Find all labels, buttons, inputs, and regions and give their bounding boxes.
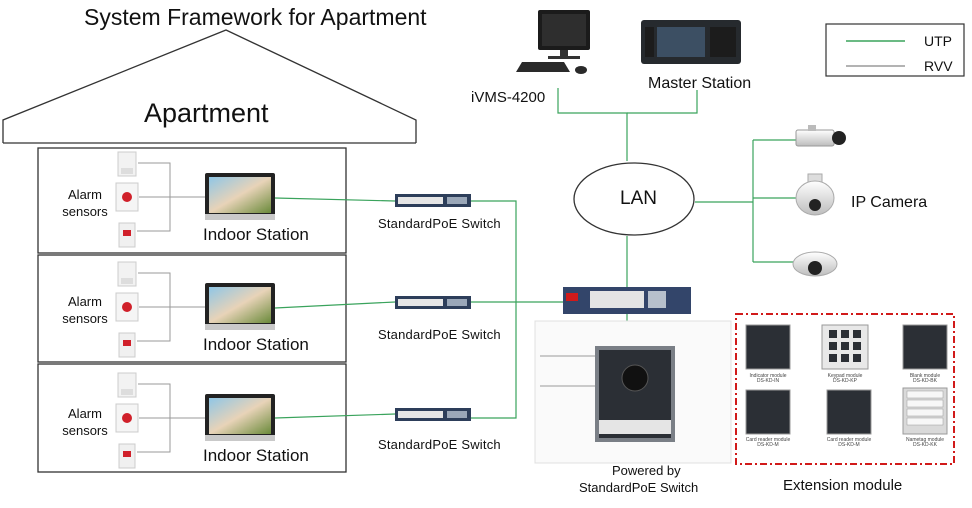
floor-2-devices — [115, 261, 471, 358]
floor-1-alarm-label: Alarm sensors — [62, 187, 108, 219]
indoor-station-icon — [205, 394, 275, 441]
main-poe-switch-icon — [563, 287, 691, 314]
floor-2-box — [37, 254, 347, 363]
indoor-station-icon — [205, 173, 275, 220]
ip-camera-dome-icon — [792, 251, 838, 277]
floor-2-indoor-label: Indoor Station — [203, 335, 309, 354]
floor-3-box — [37, 363, 347, 473]
ip-camera-label: IP Camera — [851, 194, 928, 211]
floor-2-switch-label: StandardPoE Switch — [378, 327, 501, 342]
poe-switch-icon — [395, 408, 471, 421]
floor-3-alarm-label: Alarm sensors — [62, 406, 108, 438]
powered-switch-label: StandardPoE Switch — [579, 480, 699, 495]
indoor-station-icon — [205, 283, 275, 330]
floor-1-switch-label: StandardPoE Switch — [378, 216, 501, 231]
master-station-icon — [641, 20, 741, 64]
door-station-icon — [595, 346, 675, 442]
ip-camera-speed-dome-icon — [795, 173, 835, 216]
ip-camera-box-icon — [795, 125, 846, 147]
extension-modules — [745, 324, 948, 435]
floor-1-box — [37, 147, 347, 254]
floor-1-indoor-label: Indoor Station — [203, 225, 309, 244]
floor-1-devices — [115, 151, 471, 248]
poe-switch-icon — [395, 296, 471, 309]
diagram-title: System Framework for Apartment — [84, 4, 427, 30]
floor-3-switch-label: StandardPoE Switch — [378, 437, 501, 452]
legend-rvv-label: RVV — [924, 58, 953, 74]
alarm-sensors-icon — [115, 151, 139, 248]
lan-cloud — [573, 162, 695, 236]
alarm-sensors-icon — [115, 372, 139, 469]
alarm-sensors-icon — [115, 261, 139, 358]
legend-box — [825, 23, 965, 77]
lan-label: LAN — [620, 188, 657, 209]
apartment-label: Apartment — [144, 98, 269, 128]
extension-module-frame — [735, 313, 955, 465]
legend-utp-label: UTP — [924, 33, 952, 49]
extension-module-label: Extension module — [783, 477, 903, 494]
powered-by-label: Powered by — [612, 463, 681, 478]
floor-3-indoor-label: Indoor Station — [203, 446, 309, 465]
utp-links — [274, 88, 796, 419]
poe-switch-icon — [395, 194, 471, 207]
ivms-label: iVMS-4200 — [471, 89, 546, 106]
ivms-pc-icon — [516, 10, 590, 74]
master-station-label: Master Station — [648, 75, 752, 92]
floor-2-alarm-label: Alarm sensors — [62, 294, 108, 326]
floor-3-devices — [115, 372, 471, 469]
house-roof — [2, 29, 417, 143]
